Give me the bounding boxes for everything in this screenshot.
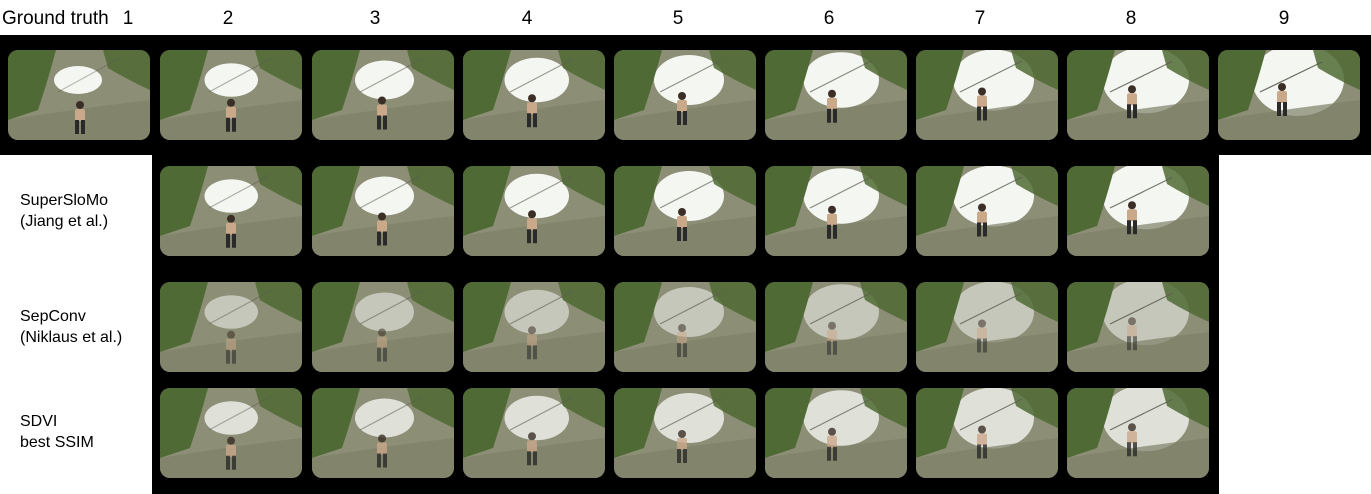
photo-frame-icon	[1067, 166, 1209, 256]
frame-sepconv-5	[614, 282, 756, 372]
photo-frame-icon	[916, 50, 1058, 140]
photo-frame-icon	[916, 166, 1058, 256]
row-label-line: (Jiang et al.)	[20, 213, 109, 230]
row-label-line: SuperSloMo	[20, 192, 109, 209]
photo-frame-icon	[312, 388, 454, 478]
frame-superslomo-7	[916, 166, 1058, 256]
frame-sdvi-3	[312, 388, 454, 478]
column-number-7: 7	[974, 8, 986, 29]
column-number-3: 3	[369, 8, 381, 29]
frame-sdvi-5	[614, 388, 756, 478]
frame-ground-truth-8	[1067, 50, 1209, 140]
row-label-line: best SSIM	[20, 434, 94, 451]
column-number-4: 4	[521, 8, 533, 29]
photo-frame-icon	[463, 166, 605, 256]
photo-frame-icon	[8, 50, 150, 140]
column-number-9: 9	[1278, 8, 1290, 29]
photo-frame-icon	[160, 166, 302, 256]
frame-superslomo-2	[160, 166, 302, 256]
photo-frame-icon	[765, 166, 907, 256]
column-number-5: 5	[672, 8, 684, 29]
frame-superslomo-3	[312, 166, 454, 256]
row-label-sdvi: SDVI best SSIM	[20, 411, 94, 453]
frame-ground-truth-2	[160, 50, 302, 140]
column-number-6: 6	[823, 8, 835, 29]
photo-frame-icon	[1067, 282, 1209, 372]
photo-frame-icon	[614, 282, 756, 372]
frame-sepconv-6	[765, 282, 907, 372]
frame-superslomo-5	[614, 166, 756, 256]
column-number-2: 2	[222, 8, 234, 29]
photo-frame-icon	[312, 282, 454, 372]
row-label-line: SDVI	[20, 413, 58, 430]
frame-sepconv-2	[160, 282, 302, 372]
frame-ground-truth-4	[463, 50, 605, 140]
photo-frame-icon	[160, 388, 302, 478]
frame-ground-truth-9	[1218, 50, 1360, 140]
frame-sepconv-7	[916, 282, 1058, 372]
photo-frame-icon	[765, 50, 907, 140]
ground-truth-title: Ground truth	[2, 8, 109, 29]
frame-superslomo-6	[765, 166, 907, 256]
photo-frame-icon	[765, 388, 907, 478]
row-label-superslomo: SuperSloMo (Jiang et al.)	[20, 190, 108, 232]
frame-ground-truth-1	[8, 50, 150, 140]
column-number-8: 8	[1125, 8, 1137, 29]
frame-sdvi-2	[160, 388, 302, 478]
frame-ground-truth-7	[916, 50, 1058, 140]
frame-sdvi-7	[916, 388, 1058, 478]
frame-sdvi-4	[463, 388, 605, 478]
frame-sepconv-3	[312, 282, 454, 372]
frame-sepconv-8	[1067, 282, 1209, 372]
photo-frame-icon	[1218, 50, 1360, 140]
row-label-line: (Niklaus et al.)	[20, 329, 123, 346]
photo-frame-icon	[463, 282, 605, 372]
frame-superslomo-8	[1067, 166, 1209, 256]
photo-frame-icon	[916, 388, 1058, 478]
photo-frame-icon	[312, 166, 454, 256]
photo-frame-icon	[160, 282, 302, 372]
frame-sdvi-8	[1067, 388, 1209, 478]
row-label-sepconv: SepConv (Niklaus et al.)	[20, 306, 122, 348]
frame-ground-truth-6	[765, 50, 907, 140]
photo-frame-icon	[463, 388, 605, 478]
photo-frame-icon	[614, 50, 756, 140]
photo-frame-icon	[614, 388, 756, 478]
frame-ground-truth-3	[312, 50, 454, 140]
column-number-1: 1	[122, 8, 134, 29]
frame-sdvi-6	[765, 388, 907, 478]
row-label-line: SepConv	[20, 308, 86, 325]
photo-frame-icon	[1067, 388, 1209, 478]
frame-sepconv-4	[463, 282, 605, 372]
photo-frame-icon	[463, 50, 605, 140]
photo-frame-icon	[614, 166, 756, 256]
photo-frame-icon	[765, 282, 907, 372]
frame-superslomo-4	[463, 166, 605, 256]
photo-frame-icon	[312, 50, 454, 140]
photo-frame-icon	[1067, 50, 1209, 140]
photo-frame-icon	[160, 50, 302, 140]
photo-frame-icon	[916, 282, 1058, 372]
frame-ground-truth-5	[614, 50, 756, 140]
